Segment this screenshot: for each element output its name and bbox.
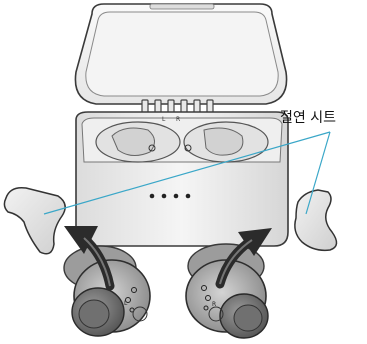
- right-earbud-marker: R: [212, 301, 216, 308]
- left-insulation-sheet: [4, 188, 65, 254]
- insulation-sheet-label: 절연 시트: [280, 107, 336, 127]
- left-earbud: L: [64, 246, 150, 336]
- slot-right-marker: R: [176, 116, 180, 123]
- right-insulation-sheet: [295, 190, 337, 250]
- right-earbud: R: [186, 244, 268, 338]
- case-body: L R: [76, 112, 288, 246]
- case-lid: [75, 4, 286, 104]
